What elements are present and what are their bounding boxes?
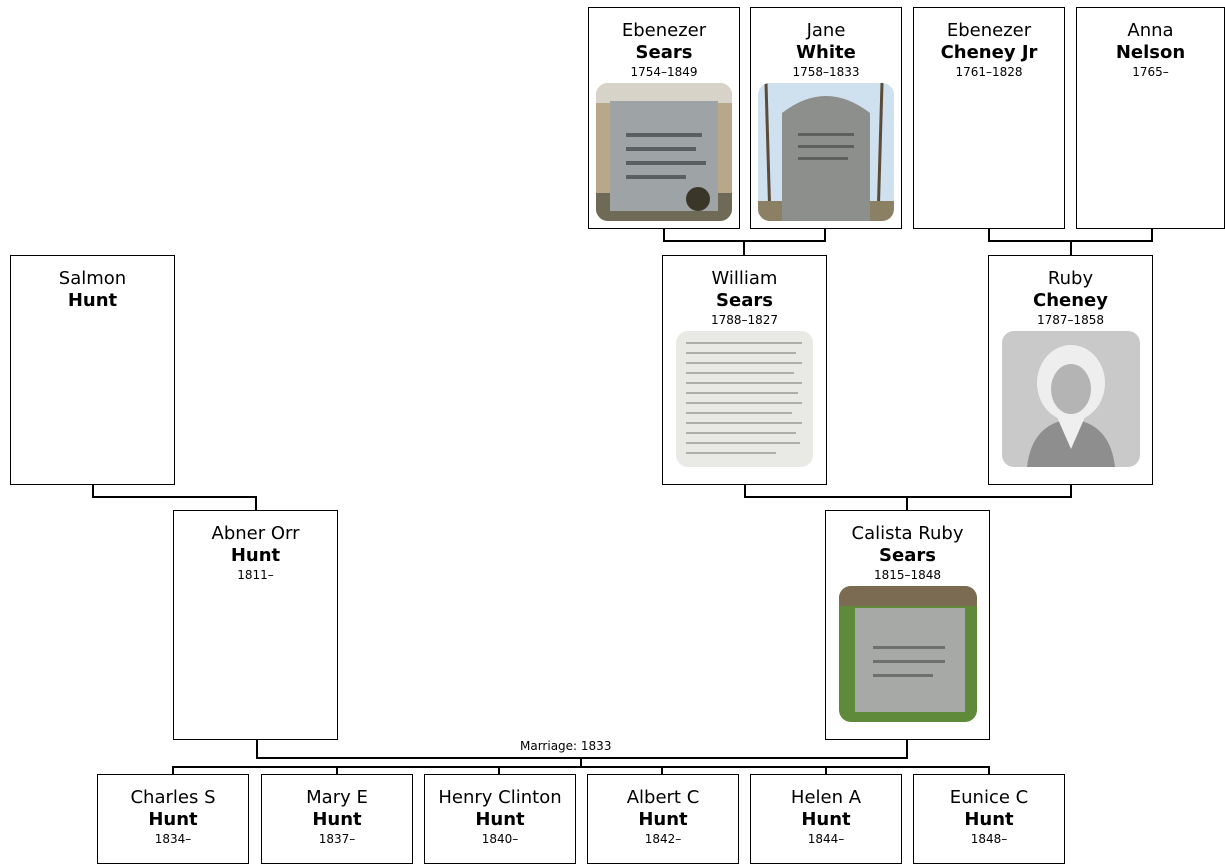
life-dates: 1787–1858 bbox=[989, 312, 1152, 328]
life-dates: 1844– bbox=[751, 831, 901, 847]
surname: Cheney Jr bbox=[914, 42, 1064, 64]
connector bbox=[1151, 228, 1153, 240]
person-card-calista-ruby-sears[interactable]: Calista Ruby Sears 1815–1848 bbox=[825, 510, 990, 740]
connector bbox=[824, 228, 826, 240]
given-name: Abner Orr bbox=[174, 523, 337, 545]
given-name: Ebenezer bbox=[589, 20, 739, 42]
life-dates: 1815–1848 bbox=[826, 567, 989, 583]
given-name: William bbox=[663, 268, 826, 290]
surname: White bbox=[751, 42, 901, 64]
gravestone-photo-icon[interactable] bbox=[758, 83, 894, 221]
given-name: Eunice C bbox=[914, 787, 1064, 809]
given-name: Calista Ruby bbox=[826, 523, 989, 545]
connector bbox=[744, 496, 1072, 498]
life-dates: 1811– bbox=[174, 567, 337, 583]
given-name: Ruby bbox=[989, 268, 1152, 290]
given-name: Anna bbox=[1077, 20, 1224, 42]
given-name: Salmon bbox=[11, 268, 174, 290]
given-name: Albert C bbox=[588, 787, 738, 809]
surname: Hunt bbox=[588, 809, 738, 831]
life-dates: 1765– bbox=[1077, 64, 1224, 80]
life-dates: 1842– bbox=[588, 831, 738, 847]
gravestone-photo-icon[interactable] bbox=[596, 83, 732, 221]
person-card-salmon-hunt[interactable]: Salmon Hunt bbox=[10, 255, 175, 485]
surname: Cheney bbox=[989, 290, 1152, 312]
child-card[interactable]: Henry Clinton Hunt 1840– bbox=[424, 774, 576, 864]
portrait-photo-icon[interactable] bbox=[1002, 331, 1140, 467]
surname: Hunt bbox=[914, 809, 1064, 831]
life-dates: 1788–1827 bbox=[663, 312, 826, 328]
child-card[interactable]: Albert C Hunt 1842– bbox=[587, 774, 739, 864]
child-card[interactable]: Charles S Hunt 1834– bbox=[97, 774, 249, 864]
marriage-label: Marriage: 1833 bbox=[518, 739, 613, 753]
children-line bbox=[172, 766, 990, 768]
person-card-ruby-cheney[interactable]: Ruby Cheney 1787–1858 bbox=[988, 255, 1153, 485]
surname: Hunt bbox=[174, 545, 337, 567]
given-name: Jane bbox=[751, 20, 901, 42]
connector bbox=[906, 739, 908, 759]
child-card[interactable]: Mary E Hunt 1837– bbox=[261, 774, 413, 864]
given-name: Mary E bbox=[262, 787, 412, 809]
connector bbox=[744, 484, 746, 496]
surname: Hunt bbox=[11, 290, 174, 312]
surname: Hunt bbox=[751, 809, 901, 831]
person-card-ebenezer-sears[interactable]: Ebenezer Sears 1754–1849 bbox=[588, 7, 740, 229]
person-card-jane-white[interactable]: Jane White 1758–1833 bbox=[750, 7, 902, 229]
life-dates: 1834– bbox=[98, 831, 248, 847]
connector bbox=[988, 228, 990, 240]
life-dates: 1754–1849 bbox=[589, 64, 739, 80]
life-dates: 1848– bbox=[914, 831, 1064, 847]
child-card[interactable]: Eunice C Hunt 1848– bbox=[913, 774, 1065, 864]
surname: Hunt bbox=[425, 809, 575, 831]
gravestone-photo-icon[interactable] bbox=[839, 586, 977, 722]
surname: Sears bbox=[826, 545, 989, 567]
person-card-anna-nelson[interactable]: Anna Nelson 1765– bbox=[1076, 7, 1225, 229]
surname: Nelson bbox=[1077, 42, 1224, 64]
surname: Sears bbox=[663, 290, 826, 312]
surname: Hunt bbox=[98, 809, 248, 831]
connector bbox=[1070, 484, 1072, 496]
marriage-line bbox=[256, 757, 908, 759]
given-name: Henry Clinton bbox=[425, 787, 575, 809]
document-photo-icon[interactable] bbox=[676, 331, 813, 467]
connector bbox=[256, 739, 258, 759]
person-card-william-sears[interactable]: William Sears 1788–1827 bbox=[662, 255, 827, 485]
connector bbox=[663, 228, 665, 240]
given-name: Helen A bbox=[751, 787, 901, 809]
given-name: Charles S bbox=[98, 787, 248, 809]
life-dates: 1761–1828 bbox=[914, 64, 1064, 80]
life-dates: 1837– bbox=[262, 831, 412, 847]
child-card[interactable]: Helen A Hunt 1844– bbox=[750, 774, 902, 864]
life-dates: 1840– bbox=[425, 831, 575, 847]
connector bbox=[92, 496, 257, 498]
person-card-ebenezer-cheney-jr[interactable]: Ebenezer Cheney Jr 1761–1828 bbox=[913, 7, 1065, 229]
connector bbox=[92, 484, 94, 496]
life-dates: 1758–1833 bbox=[751, 64, 901, 80]
connector bbox=[255, 496, 257, 511]
connector bbox=[906, 496, 908, 511]
surname: Sears bbox=[589, 42, 739, 64]
surname: Hunt bbox=[262, 809, 412, 831]
person-card-abner-orr-hunt[interactable]: Abner Orr Hunt 1811– bbox=[173, 510, 338, 740]
given-name: Ebenezer bbox=[914, 20, 1064, 42]
